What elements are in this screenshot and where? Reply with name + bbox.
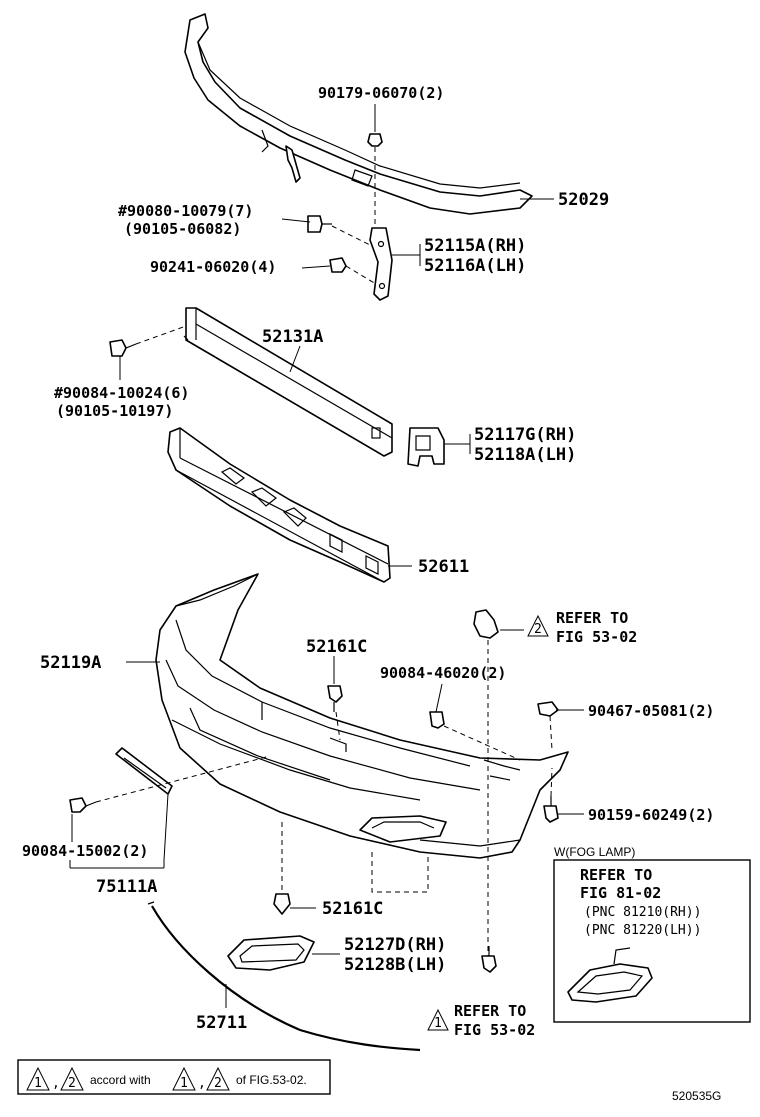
label-52127: 52127D(RH) bbox=[344, 935, 446, 955]
retainer-52117-icon bbox=[407, 427, 445, 467]
label-52118: 52118A(LH) bbox=[474, 445, 576, 465]
bumper-reinforcement bbox=[183, 307, 393, 457]
ref1-number: 1 bbox=[434, 1016, 442, 1031]
label-90159: 90159-60249(2) bbox=[588, 806, 714, 824]
label-90467: 90467-05081(2) bbox=[588, 702, 714, 720]
diagram-id: 520535G bbox=[672, 1089, 721, 1103]
label-52117: 52117G(RH) bbox=[474, 425, 576, 445]
fog-box-line2: FIG 81-02 bbox=[580, 884, 661, 902]
label-52116: 52116A(LH) bbox=[424, 256, 526, 276]
fog-cover-icon bbox=[227, 935, 315, 971]
upper-support-rail bbox=[184, 13, 533, 215]
license-bracket-icon bbox=[115, 747, 173, 795]
label-52115: 52115A(RH) bbox=[424, 236, 526, 256]
clip-ref2-icon bbox=[473, 609, 499, 960]
fog-lamp-icon bbox=[567, 947, 653, 1003]
legend-text2: of FIG.53-02. bbox=[236, 1073, 307, 1087]
fog-box-line1: REFER TO bbox=[580, 866, 652, 884]
screw-90084-15002-icon bbox=[69, 755, 271, 813]
label-52161-top: 52161C bbox=[306, 637, 367, 657]
clip-52161-top-icon bbox=[327, 685, 343, 741]
leader-lines bbox=[69, 104, 584, 1008]
refer-bottom-line2: FIG 53-02 bbox=[454, 1021, 535, 1039]
label-52611: 52611 bbox=[418, 557, 469, 577]
label-90084-a: #90084-10024(6) bbox=[54, 384, 189, 402]
refer-bottom-line1: REFER TO bbox=[454, 1002, 526, 1020]
bolt-90084-10024-icon bbox=[109, 325, 187, 357]
bumper-cover bbox=[155, 573, 569, 859]
ref1-triangle-icon: 1 bbox=[427, 1008, 449, 1031]
fog-box-header: W(FOG LAMP) bbox=[554, 845, 635, 859]
ref2-number: 2 bbox=[534, 622, 542, 637]
label-90179: 90179-06070(2) bbox=[318, 84, 444, 102]
legend-sep2: , bbox=[198, 1076, 206, 1091]
screw-90159-icon bbox=[543, 767, 559, 823]
label-90241: 90241-06020(4) bbox=[150, 258, 276, 276]
label-52128: 52128B(LH) bbox=[344, 955, 446, 975]
label-52711: 52711 bbox=[196, 1013, 247, 1033]
label-52131: 52131A bbox=[262, 327, 323, 347]
label-52119: 52119A bbox=[40, 653, 101, 673]
clip-52161-bottom-icon bbox=[273, 822, 291, 915]
label-90105-b: (90105-10197) bbox=[56, 402, 173, 420]
nut-90241-icon bbox=[329, 257, 377, 285]
guide-lines bbox=[371, 852, 429, 893]
legend-sep1: , bbox=[52, 1076, 60, 1091]
legend-num4: 2 bbox=[214, 1076, 222, 1091]
label-90105-a: (90105-06082) bbox=[124, 220, 241, 238]
label-90084-c: 90084-15002(2) bbox=[22, 842, 148, 860]
refer-top-line1: REFER TO bbox=[556, 609, 628, 627]
legend-num2: 2 bbox=[68, 1076, 76, 1091]
ref2-triangle-icon: 2 bbox=[527, 614, 549, 637]
label-90084-b: 90084-46020(2) bbox=[380, 664, 506, 682]
bolt-90080-icon bbox=[307, 215, 373, 247]
screw-90084-46020-icon bbox=[429, 711, 521, 761]
clip-ref1-icon bbox=[481, 946, 497, 973]
bracket-52115-icon bbox=[369, 227, 393, 301]
callout-labels: 90179-06070(2) 52029 #90080-10079(7) (90… bbox=[22, 84, 714, 1033]
fog-box-line3: (PNC 81210(RH)) bbox=[584, 905, 701, 920]
legend-num3: 1 bbox=[180, 1076, 188, 1091]
bolt-90179-icon bbox=[367, 118, 383, 230]
fog-box-line4: (PNC 81220(LH)) bbox=[584, 923, 701, 938]
label-90080: #90080-10079(7) bbox=[118, 202, 253, 220]
label-52029: 52029 bbox=[558, 190, 609, 210]
legend-box: 1 , 2 accord with 1 , 2 of FIG.53-02. bbox=[17, 1059, 331, 1095]
label-75111: 75111A bbox=[96, 877, 157, 897]
moulding-strip bbox=[151, 905, 421, 1052]
label-52161-bottom: 52161C bbox=[322, 899, 383, 919]
legend-num1: 1 bbox=[34, 1076, 42, 1091]
moulding-end bbox=[147, 901, 155, 905]
legend-text1: accord with bbox=[90, 1073, 151, 1087]
nut-90467-icon bbox=[537, 701, 559, 751]
refer-top-line2: FIG 53-02 bbox=[556, 628, 637, 646]
energy-absorber bbox=[167, 427, 391, 583]
fog-lamp-box: W(FOG LAMP) REFER TO FIG 81-02 (PNC 8121… bbox=[553, 845, 751, 1023]
